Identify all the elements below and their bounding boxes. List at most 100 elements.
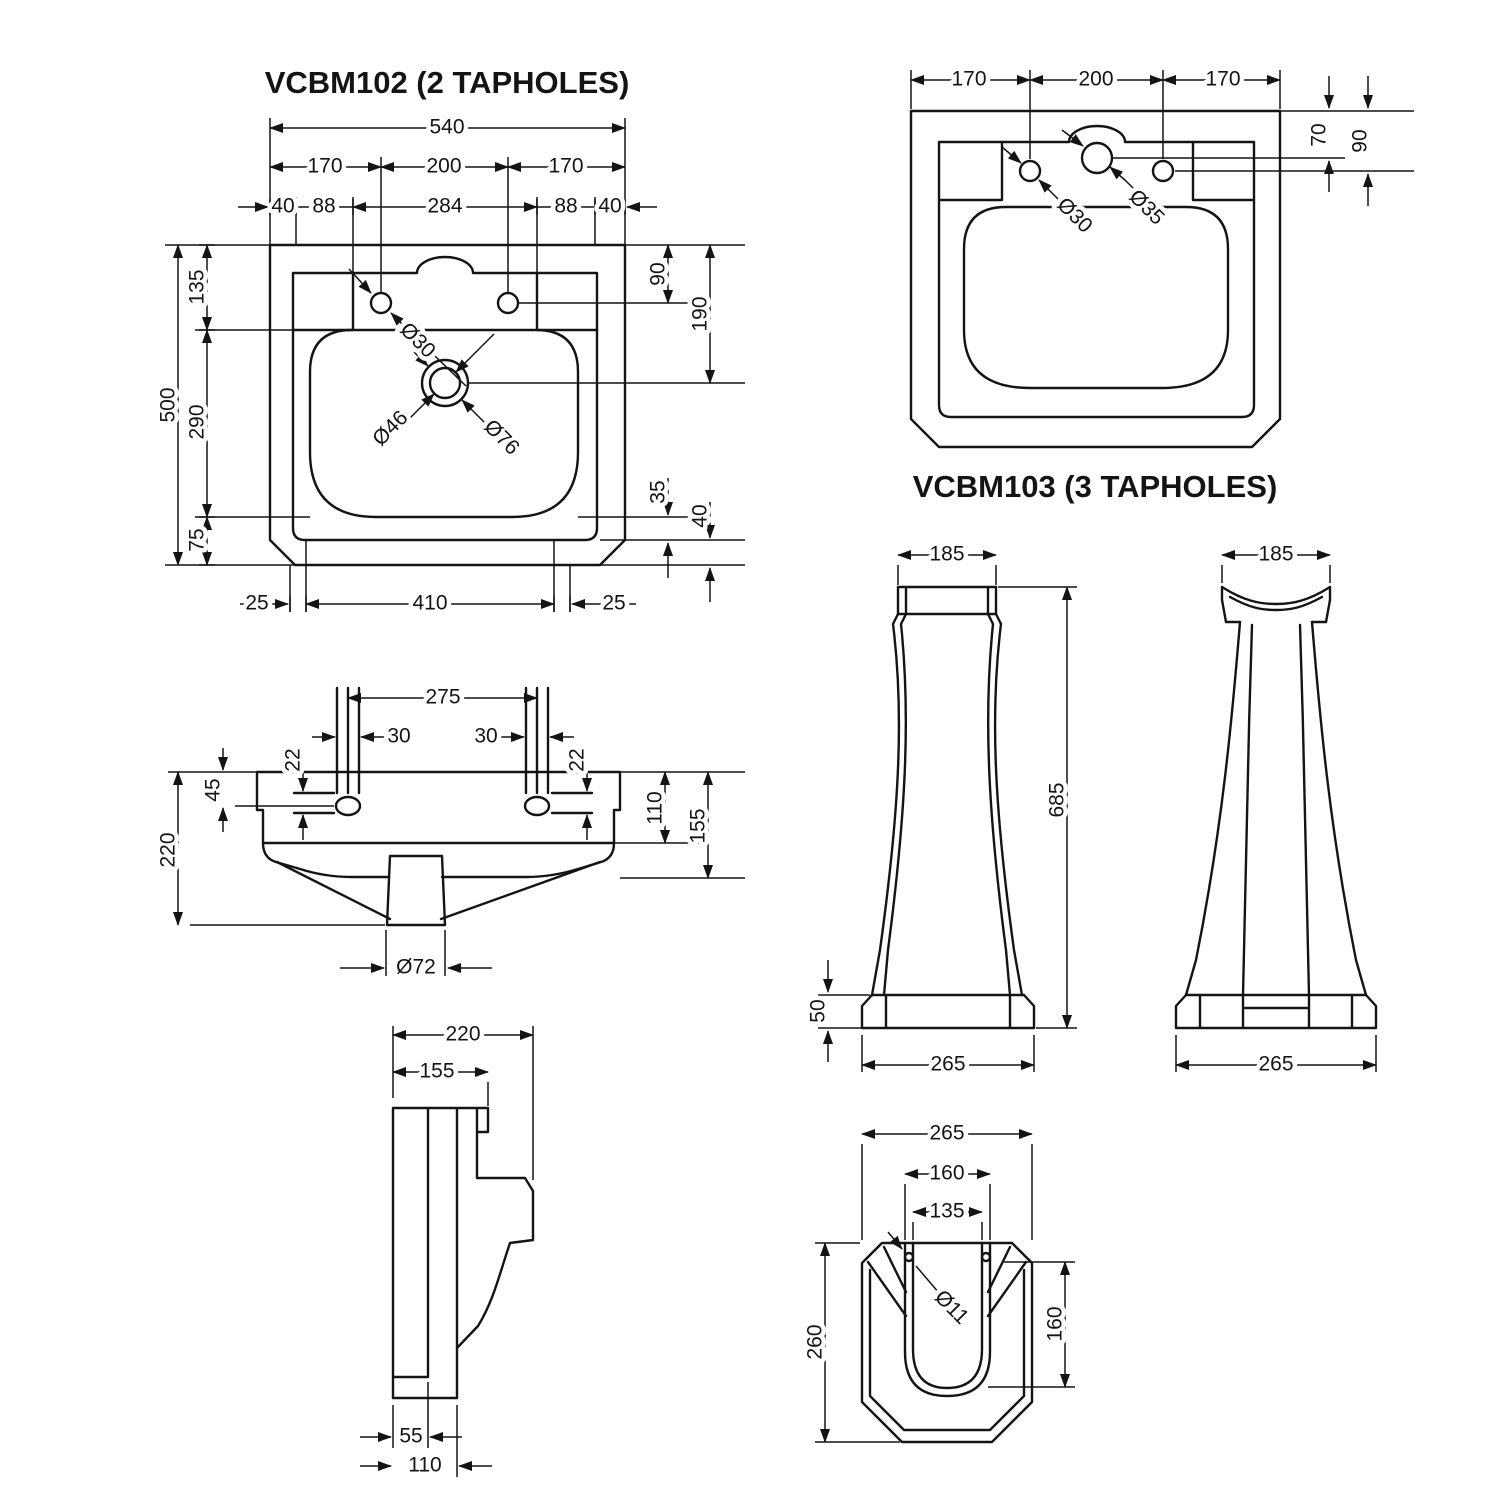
dim-170l-102: 170 [307,155,342,178]
fixing-slot-lines [292,791,594,815]
dim-540: 540 [429,116,464,139]
pedestal-u-inner [911,1241,984,1390]
dim-265-side: 265 [1258,1053,1293,1076]
dim-88l: 88 [312,195,335,218]
dim-90-103: 90 [1349,129,1372,152]
fixing-hole-left [334,795,362,817]
dim-284: 284 [427,195,462,218]
dim-265-plan: 265 [929,1122,964,1145]
dim-220-front: 220 [157,832,180,867]
vcbm103-title: VCBM103 (3 TAPHOLES) [913,469,1278,504]
tap-deck-103 [937,140,1256,202]
dim-dia72: Ø72 [396,956,436,979]
dim-155-front: 155 [687,808,710,843]
dim-135: 135 [186,269,209,304]
basin-bowl-102 [308,328,580,519]
pedestal-base-front [860,993,1036,1030]
leader-lines-103 [1001,110,1414,210]
dim-55: 55 [399,1425,422,1448]
waste-pipe [385,854,447,927]
dim-220-side: 220 [445,1023,480,1046]
dim-30l: 30 [387,725,410,748]
dim-290: 290 [186,404,209,439]
dim-135-plan: 135 [929,1200,964,1223]
dim-500: 500 [157,387,180,422]
underside-funnel [275,860,602,921]
taphole-left-103 [1018,159,1042,183]
dims-pedestal-front [818,550,1077,1072]
fixing-drill-lines [335,686,550,795]
pedestal-column-left [870,612,908,997]
dim-170r-102: 170 [548,155,583,178]
dim-75: 75 [186,528,209,551]
basin-bowl-103 [962,205,1230,390]
dim-685: 685 [1046,782,1069,817]
dims-top-102 [238,118,657,293]
dim-170l-103: 170 [951,68,986,91]
pedestal-column-right [986,612,1024,997]
waste-hole-inner [428,366,462,400]
vcbm103-plan-view: Ø30 Ø35 170 200 170 70 90 VCBM103 (3 TAP… [909,63,1414,504]
dim-40l: 40 [271,195,294,218]
dim-dia35-103: Ø35 [1125,185,1169,229]
basin-slab-front [255,770,622,845]
dim-170r-103: 170 [1205,68,1240,91]
pedestal-column-side [1184,620,1368,997]
vcbm102-title: VCBM102 (2 TAPHOLES) [265,65,630,100]
dims-right-102 [578,244,745,602]
dim-90: 90 [647,262,670,285]
dim-dia11: Ø11 [930,1286,973,1329]
pedestal-plan-view: Ø11 265 160 135 260 160 [799,1117,1075,1444]
pedestal-cap-front [896,585,998,616]
pedestal-plan-outline [860,1241,1034,1444]
taphole-right-103 [1151,159,1175,183]
basin-front-view: 275 30 30 22 22 45 220 110 155 Ø72 [152,681,745,983]
dim-185-front: 185 [929,543,964,566]
dim-30r: 30 [474,725,497,748]
dim-185-side: 185 [1258,543,1293,566]
tap-deck-102 [291,271,599,332]
fixing-hole-right [523,795,551,817]
pedestal-plan-inner-wall [868,1268,1026,1432]
fixing-hole-plan-left [903,1251,915,1263]
leader-dia11 [887,1231,946,1301]
dim-110-side: 110 [408,1454,441,1477]
side-bottom-lines [391,1375,459,1400]
pedestal-saddle-top [1220,585,1332,624]
pedestal-channel-lines [1241,623,1311,997]
dims-pedestal-plan [815,1129,1075,1443]
vcbm102-plan-view: VCBM102 (2 TAPHOLES) Ø30 Ø46 Ø76 [152,65,745,619]
pedestal-base-side [1174,993,1378,1030]
pedestal-corner-webs [866,1245,1028,1318]
dim-275: 275 [425,686,460,709]
dims-top-103 [910,70,1281,159]
side-bowl-profile [455,1176,535,1350]
dim-190: 190 [689,296,712,331]
leader-lines-102 [348,268,745,431]
taphole-center-103 [1080,141,1114,175]
dim-45: 45 [202,778,225,801]
dim-110-front: 110 [644,791,667,824]
dims-left-102 [165,244,310,566]
dims-pedestal-side [1175,550,1377,1072]
dims-bottom-102 [240,540,636,612]
dims-front [168,693,745,976]
taphole-right-102 [496,291,520,315]
dims-side [360,1026,534,1477]
dim-dia76: Ø76 [480,415,524,459]
fixing-hole-plan-right [980,1251,992,1263]
dim-35: 35 [647,480,670,503]
dim-22l: 22 [282,748,305,771]
dim-22r: 22 [566,748,589,771]
basin-rim-102 [291,255,599,542]
dim-25l: 25 [245,592,268,615]
pedestal-u-outer [903,1241,992,1398]
dim-40f: 40 [689,504,712,527]
dim-25r: 25 [602,592,625,615]
basin-side-view: 220 155 55 110 [360,1018,535,1481]
dim-50: 50 [807,999,830,1022]
basin-outline-103 [909,109,1282,449]
side-slab [391,1106,490,1400]
dim-40r: 40 [598,195,621,218]
